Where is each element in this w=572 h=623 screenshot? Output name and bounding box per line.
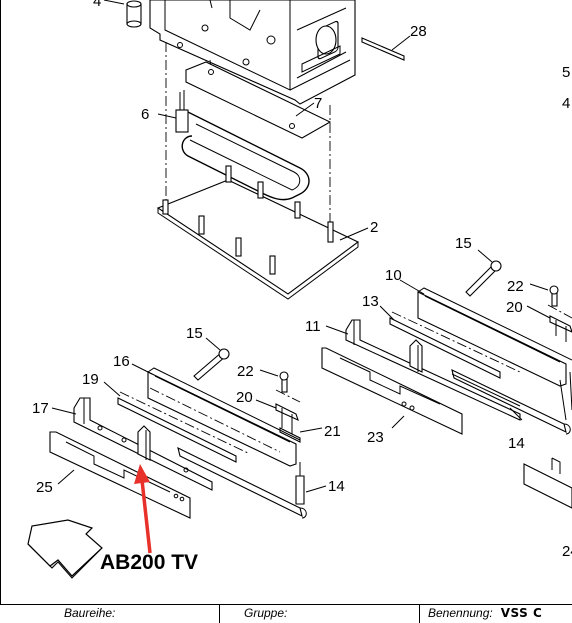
callout-11: 11 bbox=[305, 318, 321, 335]
group-cell: Gruppe: bbox=[220, 605, 420, 623]
name-label: Benennung: bbox=[428, 606, 493, 620]
part-4-cylinder bbox=[103, 0, 142, 28]
title-block: Baureihe: Gruppe: Benennung: VSS C bbox=[0, 604, 572, 623]
callout-13: 13 bbox=[362, 293, 379, 310]
callout-10: 10 bbox=[385, 267, 402, 284]
callout-7: 7 bbox=[314, 95, 322, 112]
part-28-strip bbox=[361, 35, 411, 61]
callout-4: 4 bbox=[93, 0, 101, 10]
callout-19: 19 bbox=[82, 371, 99, 388]
callout-2: 2 bbox=[370, 219, 378, 236]
model-label: AB200 TV bbox=[100, 551, 198, 574]
callout-15-right: 15 bbox=[455, 235, 472, 252]
part-6-heater bbox=[157, 90, 310, 201]
threaded-studs bbox=[162, 165, 334, 275]
callout-14-right: 14 bbox=[508, 435, 525, 452]
callout-16: 16 bbox=[113, 353, 130, 370]
callout-21: 21 bbox=[324, 423, 341, 440]
callout-6: 6 bbox=[141, 106, 149, 123]
callout-22-right: 22 bbox=[507, 278, 524, 295]
callout-28: 28 bbox=[410, 23, 427, 40]
pointer-arrow bbox=[134, 464, 152, 554]
name-cell: Benennung: VSS C bbox=[420, 605, 572, 623]
callout-4-right: 4 bbox=[562, 95, 570, 112]
callout-14-left: 14 bbox=[328, 478, 345, 495]
callout-20-left: 20 bbox=[236, 389, 253, 406]
left-assembly bbox=[49, 337, 327, 519]
callout-20-right: 20 bbox=[506, 299, 523, 316]
callout-25: 25 bbox=[36, 479, 53, 496]
callout-24: 24 bbox=[562, 543, 572, 560]
callout-22-left: 22 bbox=[237, 363, 254, 380]
series-label: Baureihe: bbox=[64, 606, 116, 620]
callout-17: 17 bbox=[32, 400, 49, 417]
callout-labels: 4 28 5 4 6 7 2 15 22 10 20 13 11 23 14 1… bbox=[32, 0, 572, 560]
series-cell: Baureihe: bbox=[0, 605, 220, 623]
name-value: VSS C bbox=[500, 606, 543, 620]
direction-arrow-icon bbox=[27, 519, 103, 579]
callout-23: 23 bbox=[367, 429, 384, 446]
part-2-base-plate bbox=[156, 165, 369, 300]
right-assembly bbox=[321, 249, 572, 509]
callout-15-left: 15 bbox=[186, 325, 203, 342]
part-7-plate bbox=[185, 61, 332, 139]
callout-5: 5 bbox=[562, 64, 570, 81]
housing-frame bbox=[149, 0, 356, 105]
group-label: Gruppe: bbox=[244, 606, 288, 620]
